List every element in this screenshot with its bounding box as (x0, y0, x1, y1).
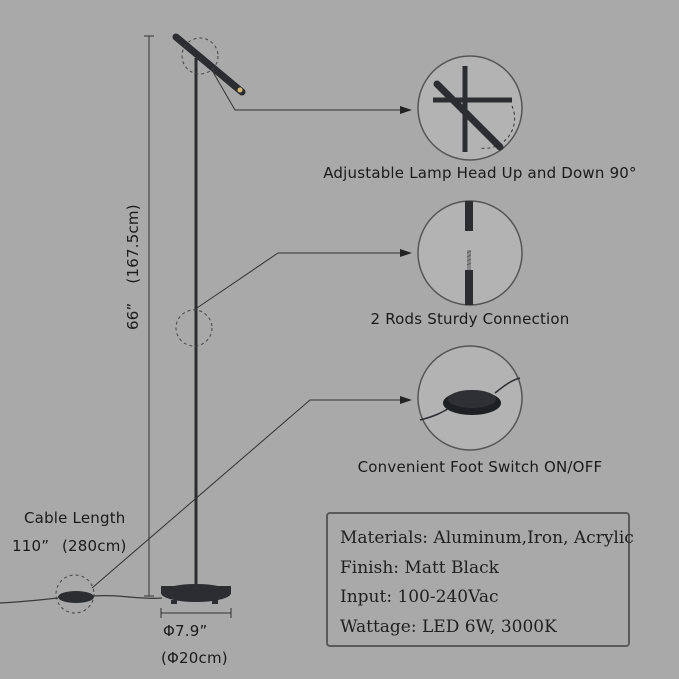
lamp-head-detail-circle (417, 55, 523, 161)
cable-length-title: Cable Length (24, 509, 126, 527)
arrow-head-3 (400, 396, 412, 404)
head-marker-circle (181, 37, 219, 75)
spec-finish: Finish: Matt Black (340, 557, 499, 578)
base-dimension-line (160, 608, 232, 618)
arrow-head-1 (400, 106, 412, 114)
feature-label-lamp-head: Adjustable Lamp Head Up and Down 90° (323, 164, 637, 182)
height-cm: (167.5cm) (124, 204, 142, 284)
rod-connection-detail-circle (417, 200, 523, 306)
spec-input: Input: 100-240Vac (340, 587, 499, 607)
spec-box: Materials: Aluminum,Iron, Acrylic Finish… (326, 512, 634, 647)
feature-label-foot-switch: Convenient Foot Switch ON/OFF (357, 458, 603, 476)
feature-label-rod-connection: 2 Rods Sturdy Connection (370, 310, 570, 328)
rod-marker-circle (175, 309, 213, 347)
lamp-head (172, 33, 246, 96)
height-label: 66” (167.5cm) (124, 190, 142, 330)
base-diameter-cm: (Φ20cm) (161, 649, 228, 667)
cable-length-inches: 110” (12, 537, 50, 555)
power-cable (0, 594, 163, 604)
foot-switch-detail-circle (417, 345, 523, 451)
base-diameter-inches: Φ7.9” (163, 622, 208, 640)
leader-lines (91, 71, 400, 589)
foot-switch (58, 591, 94, 603)
height-dimension-line (144, 35, 154, 597)
spec-materials: Materials: Aluminum,Iron, Acrylic (340, 528, 634, 548)
height-inches: 66” (124, 302, 142, 330)
cable-length-cm: (280cm) (62, 537, 127, 555)
arrow-head-2 (400, 249, 412, 257)
switch-marker-circle (55, 574, 95, 614)
spec-wattage: Wattage: LED 6W, 3000K (340, 616, 557, 637)
